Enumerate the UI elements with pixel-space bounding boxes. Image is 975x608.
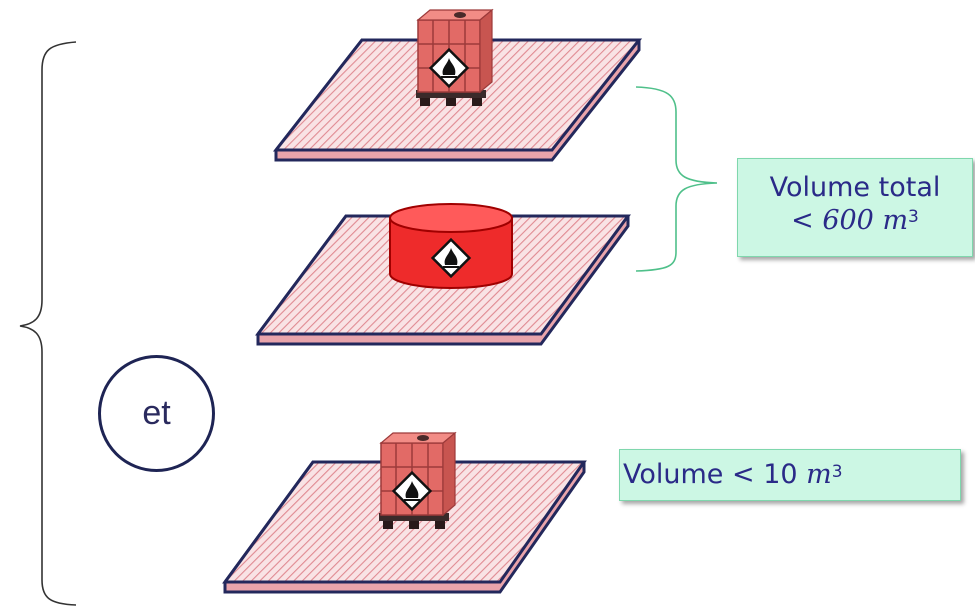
volume-single-exp: 3 xyxy=(831,462,843,482)
et-label: et xyxy=(142,394,171,432)
volume-total-unit: m xyxy=(882,205,909,236)
et-connector-circle: et xyxy=(98,355,215,472)
volume-total-op: < 600 xyxy=(791,205,883,236)
flammable-hazard-icon xyxy=(430,237,472,279)
drum-tank-icon xyxy=(389,203,513,289)
volume-total-exp: 3 xyxy=(908,207,919,227)
flammable-hazard-icon xyxy=(428,47,470,89)
volume-single-unit: m xyxy=(806,459,832,490)
volume-total-line1: Volume total xyxy=(769,172,941,203)
flammable-hazard-icon xyxy=(391,470,433,512)
volume-single-prefix: Volume < 10 xyxy=(623,459,807,490)
pallet-bottom xyxy=(222,460,587,594)
ibc-tank-icon xyxy=(379,431,457,529)
volume-total-box: Volume total < 600 m3 xyxy=(737,158,973,257)
green-brace xyxy=(635,86,718,272)
volume-total-line2: < 600 m3 xyxy=(738,204,972,237)
ibc-tank-icon xyxy=(416,8,494,106)
pallet-top xyxy=(272,38,643,162)
volume-single-box: Volume < 10 m3 xyxy=(619,449,961,501)
curly-brace-icon xyxy=(19,41,77,606)
